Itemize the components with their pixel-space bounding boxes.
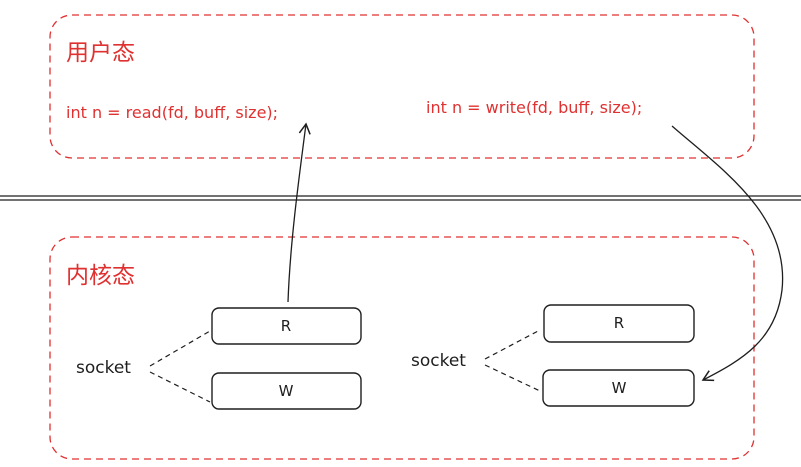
socket-right-write-link — [484, 364, 541, 392]
socket-right-read-buffer — [543, 304, 695, 343]
socket-left-label: socket — [76, 358, 131, 378]
space-divider — [0, 195, 801, 201]
write-call-code: int n = write(fd, buff, size); — [426, 98, 642, 117]
socket-right-read-link — [484, 329, 541, 360]
socket-right-write-buffer — [542, 369, 695, 407]
socket-right-write-label: W — [612, 379, 627, 397]
socket-right: socket R W — [411, 304, 695, 407]
user-space-zone: 用户态 int n = read(fd, buff, size); int n … — [49, 14, 755, 159]
socket-left-write-link — [149, 371, 211, 403]
user-space-boundary — [49, 14, 755, 159]
socket-left-write-buffer — [211, 372, 362, 410]
kernel-space-boundary — [49, 236, 755, 460]
kernel-space-zone: 内核态 — [49, 236, 755, 460]
user-space-title: 用户态 — [66, 40, 135, 66]
read-data-arrow — [287, 122, 311, 303]
socket-right-label: socket — [411, 351, 466, 371]
socket-left-read-buffer — [211, 307, 362, 345]
socket-right-read-label: R — [614, 314, 624, 332]
write-data-arrow — [671, 125, 784, 382]
socket-left-write-label: W — [279, 382, 294, 400]
kernel-space-title: 内核态 — [66, 263, 135, 289]
socket-left-read-label: R — [281, 317, 291, 335]
socket-left: socket R W — [76, 307, 362, 410]
read-call-code: int n = read(fd, buff, size); — [66, 103, 278, 122]
socket-left-read-link — [149, 330, 211, 367]
